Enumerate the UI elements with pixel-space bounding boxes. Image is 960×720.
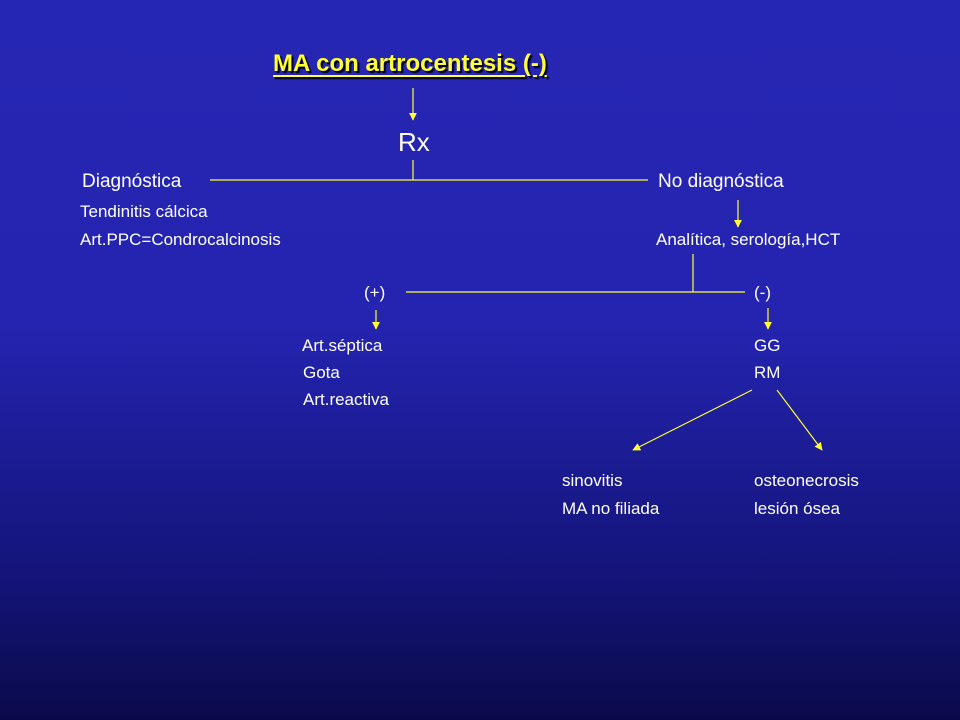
outcome-right-item: osteonecrosis: [754, 471, 859, 490]
positive-item: Art.reactiva: [303, 390, 389, 409]
outcome-left-item: sinovitis: [562, 471, 623, 490]
node-diagnostica: Diagnóstica: [82, 171, 182, 192]
diagnostica-item: Tendinitis cálcica: [80, 202, 208, 221]
node-rx: Rx: [398, 127, 430, 157]
positive-item: Gota: [303, 363, 340, 382]
node-no-diagnostica: No diagnóstica: [658, 171, 784, 192]
negative-item: RM: [754, 363, 781, 382]
diagnostica-item: Art.PPC=Condrocalcinosis: [80, 230, 281, 249]
node-negative: (-): [754, 283, 771, 302]
node-analitica: Analítica, serología,HCT: [656, 230, 841, 249]
slide-title: MA con artrocentesis (-): [273, 50, 547, 77]
positive-item: Art.séptica: [302, 336, 383, 355]
negative-item: GG: [754, 336, 781, 355]
arrow-to-sinovitis: [632, 389, 753, 451]
outcome-left-item: MA no filiada: [562, 499, 660, 518]
outcome-right-item: lesión ósea: [754, 499, 841, 518]
node-positive: (+): [364, 283, 386, 302]
arrow-to-osteonecrosis: [776, 389, 823, 451]
